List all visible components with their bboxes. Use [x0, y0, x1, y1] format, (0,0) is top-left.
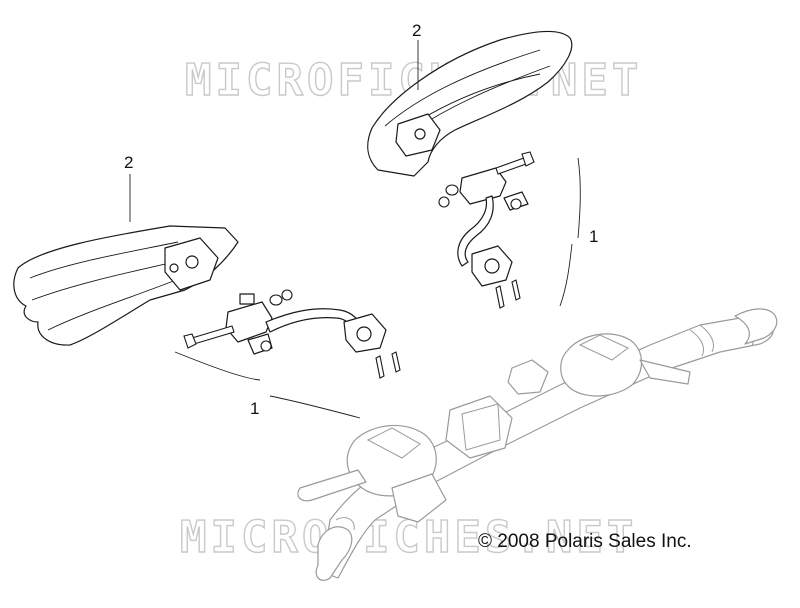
callout-mount-kit-right: 1	[589, 227, 598, 246]
callout-handguard-left: 2	[124, 153, 133, 172]
handlebar-assembly	[297, 308, 778, 581]
leader-lines	[129, 40, 581, 419]
copyright-notice: © 2008 Polaris Sales Inc.	[478, 531, 692, 552]
handguard-right	[367, 30, 573, 177]
watermark-bottom: MICROFICHES.NET	[180, 512, 637, 563]
mount-kit-right	[438, 151, 535, 309]
handguard-left	[13, 225, 239, 346]
callout-handguard-right: 2	[412, 21, 421, 40]
mount-kit-left	[183, 289, 401, 379]
callout-mount-kit-left: 1	[250, 399, 259, 418]
